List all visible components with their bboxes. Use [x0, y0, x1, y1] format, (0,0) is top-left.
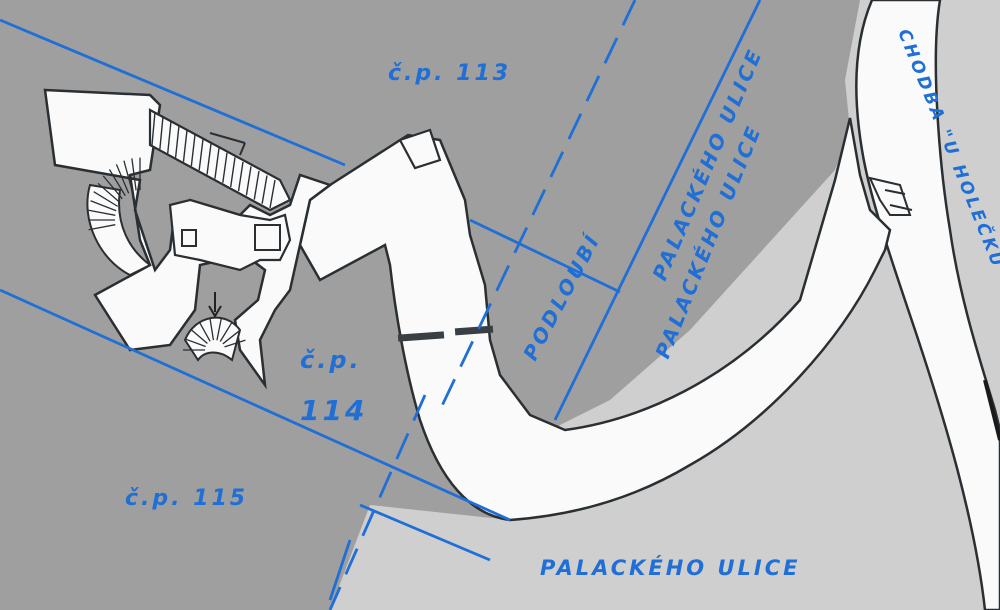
chodba-u-holecku-corridor	[855, 0, 1000, 610]
label-palackeho-bottom: PALACKÉHO ULICE	[540, 555, 800, 580]
label-cp-115: č.p. 115	[125, 486, 248, 511]
connector-line-2	[889, 204, 913, 211]
dashed-property-lines	[328, 0, 637, 610]
straight-staircase	[148, 108, 292, 212]
label-cp-114-prefix: č.p.	[300, 346, 362, 374]
curved-staircase-left	[86, 157, 152, 277]
spiral-staircase	[183, 316, 246, 362]
room-niche-1	[181, 229, 197, 247]
arrow-down-icon	[208, 292, 222, 318]
chodba-connector	[868, 176, 912, 216]
label-cp-113: č.p. 113	[388, 61, 511, 86]
door-mark-left	[397, 331, 445, 342]
main-passage-path	[298, 117, 892, 522]
connector-line-1	[884, 189, 906, 195]
lower-short-line	[328, 539, 352, 601]
palackeho-street-area-lower	[330, 505, 510, 610]
inner-room	[168, 198, 292, 272]
property-lines	[0, 0, 762, 562]
door-mark-right	[454, 325, 494, 336]
right-edge-mark	[983, 379, 1000, 441]
room-niche-2	[254, 224, 281, 251]
label-cp-114-number: 114	[300, 394, 367, 427]
passage-nook	[398, 128, 442, 170]
